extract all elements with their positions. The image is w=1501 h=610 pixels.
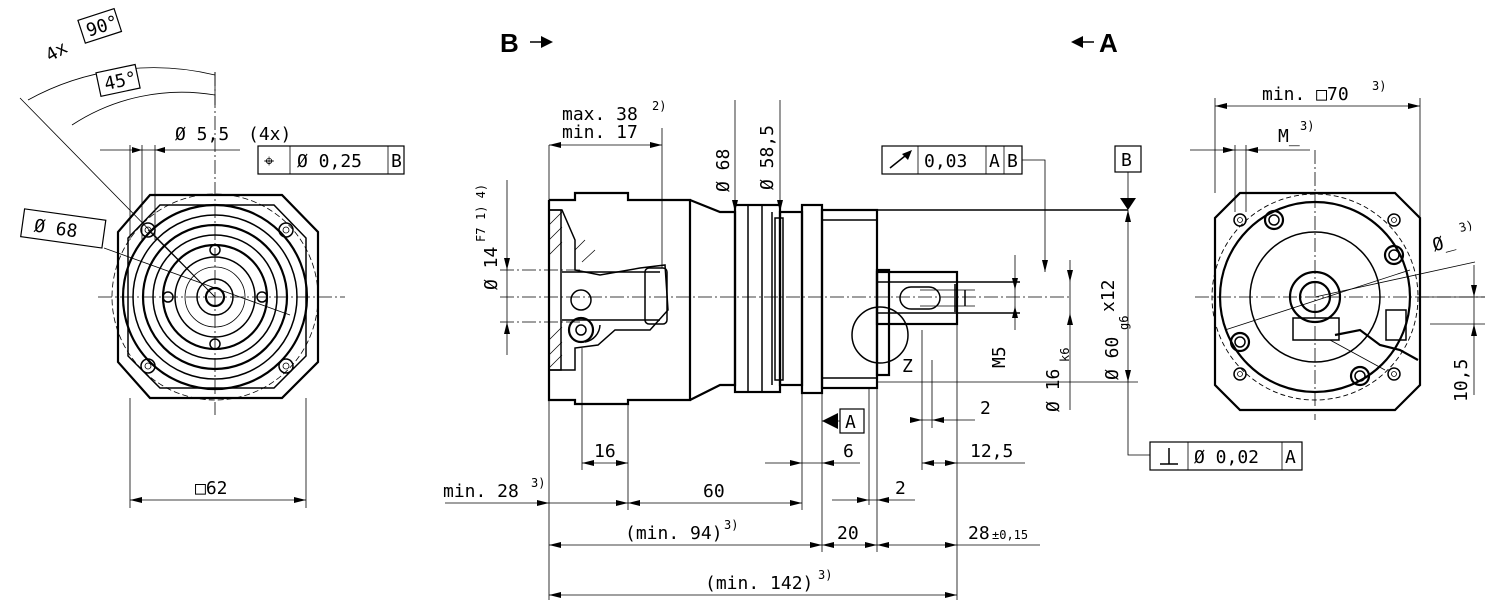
shaft-dia: Ø 16: [1043, 369, 1064, 412]
dia-right: Ø_: [1430, 230, 1457, 256]
pilot-dia: Ø 60: [1102, 337, 1123, 380]
dim-min-94: (min. 94): [625, 523, 723, 544]
dim-6: 6: [843, 441, 854, 462]
square-62: □62: [195, 478, 228, 499]
dia-right-note: 3): [1457, 218, 1475, 235]
svg-text:A: A: [1099, 28, 1118, 58]
screw: [1383, 244, 1405, 266]
position-tolerance: Ø 0,25: [297, 151, 362, 172]
shaft-fit: k6: [1058, 348, 1072, 362]
dia-68: Ø 68: [713, 149, 734, 192]
dim-2-upper: 2: [980, 398, 991, 419]
mounting-hole: [278, 222, 294, 238]
hole-count: (4x): [248, 124, 291, 145]
dim-16: 16: [594, 441, 616, 462]
screw: [1263, 209, 1285, 231]
clamp-max-note: 2): [652, 99, 666, 113]
pilot-depth: x12: [1098, 279, 1119, 312]
detail-z: Z: [902, 356, 913, 377]
angle-count: 4x: [42, 37, 71, 66]
position-datum: B: [391, 151, 402, 172]
mounting-hole: [1387, 367, 1401, 381]
dim-28-tol: ±0,15: [992, 528, 1028, 542]
runout-tolerance: 0,03: [924, 151, 967, 172]
mounting-hole: [278, 358, 294, 374]
square-70: min. □70: [1262, 84, 1349, 105]
datum-b: B: [1121, 150, 1132, 171]
datum-a: A: [845, 412, 856, 433]
screw: [1349, 365, 1371, 387]
runout-datum-a: A: [989, 151, 1000, 172]
mounting-hole: [1233, 213, 1247, 227]
perp-tolerance: Ø 0,02: [1194, 447, 1259, 468]
mounting-hole: [140, 358, 156, 374]
dim-28: 28: [968, 523, 990, 544]
runout-datum-b: B: [1007, 151, 1018, 172]
view-label-a: A: [1071, 28, 1118, 58]
dim-10-5: 10,5: [1451, 359, 1472, 402]
bore-dia: Ø 14: [481, 247, 502, 290]
perp-datum: A: [1285, 447, 1296, 468]
dim-20: 20: [837, 523, 859, 544]
position-symbol: ⌖: [264, 151, 274, 172]
thread-m: M_: [1278, 126, 1300, 147]
dim-min-94-note: 3): [724, 518, 738, 532]
dim-min-142: (min. 142): [705, 573, 813, 594]
right-flange-view: min. □70 3) M_ 3) Ø_ 3) 10,5: [1190, 79, 1485, 420]
mounting-hole: [1387, 213, 1401, 227]
dia-58-5: Ø 58,5: [757, 125, 778, 190]
left-flange-view: 4x 90° 45° Ø 5,5 (4x) ⌖ Ø 0,25 B Ø 68: [19, 7, 405, 508]
thread-m-note: 3): [1300, 119, 1314, 133]
thread-m5: M5: [989, 346, 1010, 368]
side-section-view: Z Ø 14 F7 1) 4) max. 38 2) min. 17 Ø 68: [443, 99, 1303, 600]
clamp-max: max. 38: [562, 104, 638, 125]
bore-fit: F7: [474, 228, 488, 242]
square-70-note: 3): [1372, 79, 1386, 93]
dim-min-28: min. 28: [443, 481, 519, 502]
dim-min-142-note: 3): [818, 568, 832, 582]
bore-note: 1) 4): [474, 184, 488, 220]
pilot-fit: g6: [1117, 316, 1131, 330]
view-label-b: B: [500, 28, 553, 58]
clamp-min: min. 17: [562, 122, 638, 143]
dim-2-lower: 2: [895, 478, 906, 499]
hole-diameter: Ø 5,5: [175, 124, 229, 145]
screw: [1229, 331, 1251, 353]
dim-min-28-note: 3): [531, 476, 545, 490]
dim-12-5: 12,5: [970, 441, 1013, 462]
dim-60: 60: [703, 481, 725, 502]
svg-text:B: B: [500, 28, 519, 58]
mounting-hole: [1233, 367, 1247, 381]
